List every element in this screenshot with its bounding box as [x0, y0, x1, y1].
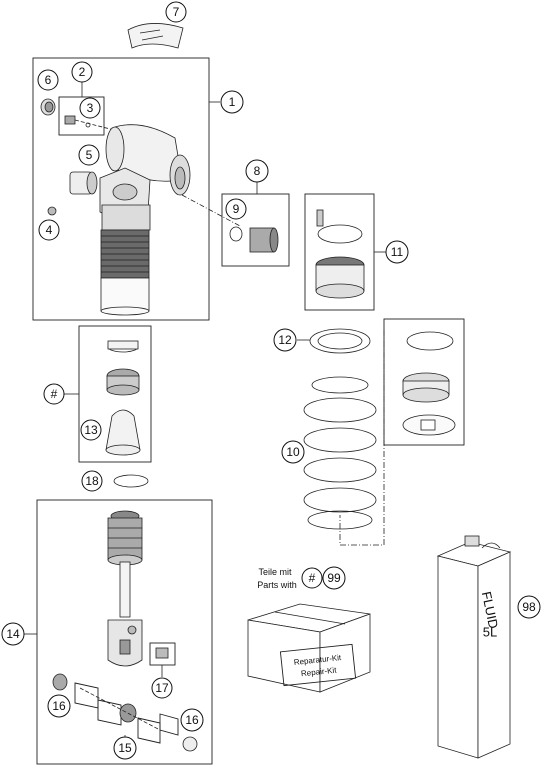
- callout-hash-2: #: [301, 567, 323, 589]
- callout-1: 1: [220, 90, 244, 114]
- screw-part-4: [47, 206, 57, 216]
- callout-16-left: 16: [47, 694, 71, 718]
- svg-text:2: 2: [79, 65, 86, 79]
- cap-part-6: [40, 98, 56, 116]
- callout-11: 11: [385, 240, 409, 264]
- callout-5: 5: [78, 144, 100, 166]
- svg-text:99: 99: [327, 571, 341, 585]
- group-box-3: [58, 96, 105, 136]
- callout-14: 14: [1, 622, 25, 646]
- bushing-part-5: [69, 171, 98, 195]
- callout-2: 2: [71, 61, 93, 83]
- reservoir-body: [105, 124, 191, 196]
- svg-text:17: 17: [155, 681, 169, 695]
- lower-eye: [107, 619, 143, 667]
- svg-text:9: 9: [233, 202, 240, 216]
- fluid-can-part-98: FLUID 5L: [436, 535, 512, 759]
- callout-18: 18: [81, 470, 103, 492]
- svg-text:14: 14: [6, 627, 20, 641]
- shock-head: [99, 167, 151, 231]
- callout-17: 17: [151, 677, 173, 699]
- callout-12: 12: [273, 328, 297, 352]
- svg-text:8: 8: [254, 164, 261, 178]
- svg-text:1: 1: [229, 95, 236, 109]
- svg-text:15: 15: [118, 741, 132, 755]
- adjuster-ring: [315, 256, 365, 299]
- svg-text:10: 10: [286, 445, 300, 459]
- piston-assembly: [107, 510, 143, 566]
- svg-text:98: 98: [522, 600, 536, 614]
- svg-text:7: 7: [173, 5, 180, 19]
- callout-99: 99: [322, 566, 346, 590]
- callout-hash-1: #: [43, 383, 65, 405]
- svg-text:13: 13: [84, 423, 98, 437]
- repair-note-line2: Parts with: [257, 580, 297, 590]
- piston-rod: [119, 561, 131, 618]
- bumper-part-13: [105, 409, 141, 456]
- svg-text:3: 3: [87, 101, 94, 115]
- callout-13: 13: [80, 419, 102, 441]
- kit-label-line2: Repair-Kit: [301, 666, 338, 679]
- svg-text:18: 18: [85, 474, 99, 488]
- spring-washer: [309, 328, 371, 354]
- svg-text:#: #: [51, 387, 58, 401]
- valve-part-9: [229, 226, 279, 253]
- callout-7: 7: [165, 1, 187, 23]
- svg-text:6: 6: [45, 73, 52, 87]
- sticker-part-7: [127, 23, 184, 49]
- svg-text:16: 16: [185, 713, 199, 727]
- fluid-label-line2: 5L: [483, 625, 497, 640]
- coil-spring-part-10: [303, 376, 377, 530]
- seat-ring-a: [406, 331, 454, 351]
- ring-part-18: [113, 474, 149, 488]
- repair-kit-box: Reparatur-Kit Repair-Kit: [247, 603, 371, 693]
- group-box-8: [221, 193, 290, 267]
- seat-plate: [402, 414, 456, 436]
- svg-text:11: 11: [391, 245, 404, 259]
- svg-text:5: 5: [86, 148, 93, 162]
- callout-8: 8: [245, 159, 269, 183]
- shock-cylinder: [100, 277, 150, 316]
- repair-note-line1: Teile mit: [258, 567, 292, 577]
- bearing-ring: [107, 340, 139, 353]
- spring-body-hatched: [100, 229, 150, 279]
- group-box-17: [149, 642, 176, 666]
- group-box-14: [36, 499, 213, 765]
- callout-15: 15: [113, 736, 137, 760]
- group-box-1: [32, 57, 210, 321]
- svg-text:12: 12: [278, 333, 292, 347]
- callout-98: 98: [517, 595, 541, 619]
- callout-4: 4: [38, 219, 60, 241]
- callout-6: 6: [37, 69, 59, 91]
- callout-9: 9: [225, 198, 247, 220]
- callout-10: 10: [281, 440, 305, 464]
- seal-part: [106, 368, 140, 396]
- svg-text:16: 16: [52, 699, 66, 713]
- svg-text:4: 4: [46, 223, 53, 237]
- callout-3: 3: [79, 97, 101, 119]
- clamp-ring: [316, 209, 363, 244]
- fitting-part-17: [155, 647, 169, 659]
- seat-ring-b: [402, 372, 450, 403]
- svg-text:#: #: [309, 571, 316, 585]
- callout-16-right: 16: [180, 708, 204, 732]
